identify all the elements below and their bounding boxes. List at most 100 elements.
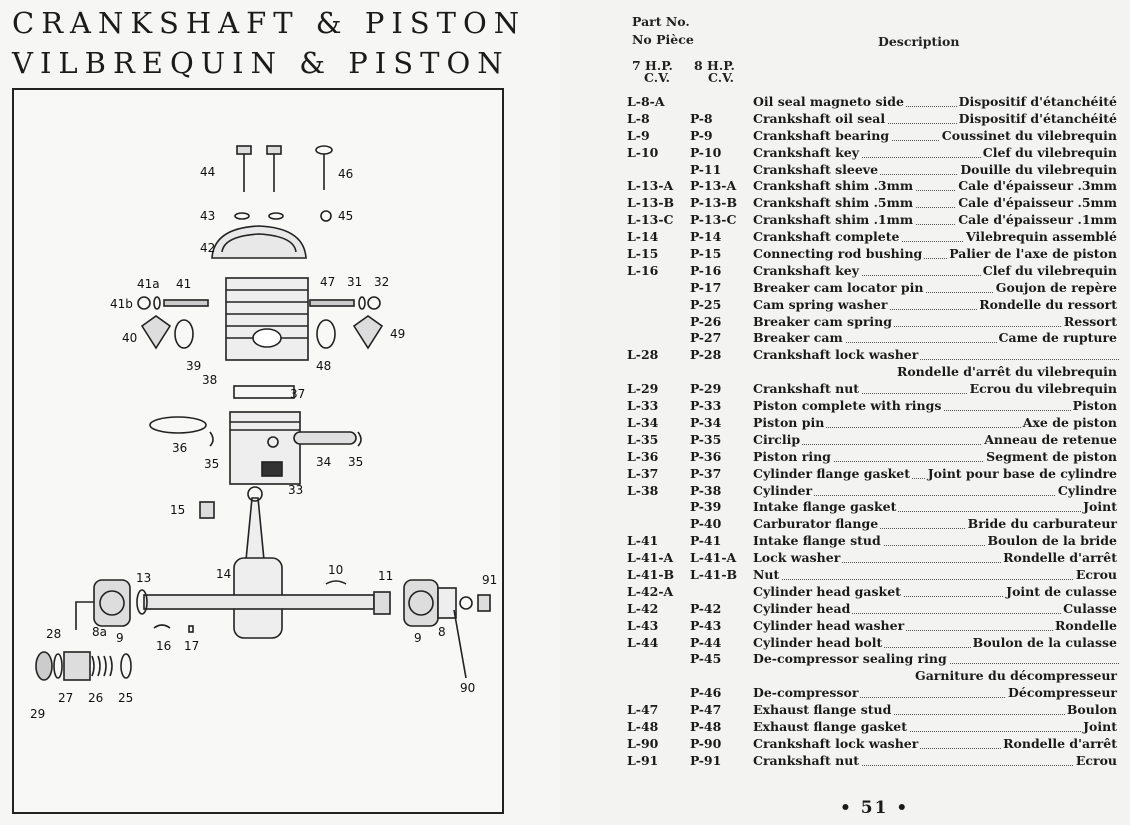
- description-english: Cylinder head: [751, 600, 853, 618]
- part-no-7hp: L-36: [627, 448, 659, 464]
- part-no-8hp: P-38: [690, 482, 722, 498]
- description-english: Intake flange gasket: [751, 499, 899, 517]
- label-11: 11: [378, 569, 393, 583]
- small-end: [247, 486, 263, 502]
- part-no-8hp: P-15: [690, 246, 722, 262]
- part-no-7hp: L-15: [627, 246, 659, 262]
- part-no-8hp: P-39: [690, 499, 722, 515]
- part-no-8hp: P-10: [690, 144, 722, 160]
- description-english: Crankshaft bearing: [751, 127, 892, 145]
- label-9-left: 9: [116, 631, 124, 645]
- nut-41b: [137, 296, 151, 310]
- description-english: Piston complete with rings: [751, 398, 944, 415]
- label-47: 47: [320, 275, 335, 289]
- leader-dots: [751, 241, 1119, 243]
- label-35a: 35: [204, 457, 219, 471]
- part-no-8hp: P-33: [690, 398, 722, 414]
- leader-dots: [751, 325, 1119, 327]
- leader-dots: [751, 612, 1119, 614]
- description-english: Crankshaft key: [751, 262, 861, 280]
- header-8cv: C.V.: [708, 70, 734, 85]
- description-french: Rondelle d'arrêt: [1001, 735, 1119, 753]
- description-french: Axe de piston: [1020, 414, 1119, 432]
- label-38: 38: [202, 373, 217, 387]
- pin-boss: [267, 436, 279, 448]
- label-41a: 41a: [137, 277, 160, 291]
- description-french: Joint: [1081, 499, 1119, 517]
- label-41b: 41b: [110, 297, 133, 311]
- leader-dots: [751, 747, 1119, 749]
- description-english: Crankshaft shim .5mm: [751, 195, 916, 213]
- part-no-8hp: P-46: [690, 685, 722, 701]
- part-no-7hp: L-42-A: [627, 583, 674, 599]
- part-no-8hp: P-45: [690, 651, 722, 667]
- leader-line-28: [75, 601, 94, 630]
- pin-17: [188, 625, 194, 633]
- description-english: Lock washer: [751, 550, 843, 567]
- leader-dots: [751, 426, 1119, 428]
- part-no-7hp: L-38: [627, 482, 659, 498]
- leader-dots: [751, 190, 1119, 192]
- leader-dots: [751, 511, 1119, 513]
- part-no-7hp: L-33: [627, 398, 659, 414]
- label-25: 25: [118, 691, 133, 705]
- part-no-7hp: L-8: [627, 110, 650, 126]
- part-no-8hp: P-9: [690, 127, 713, 143]
- nut-91: [477, 594, 491, 612]
- connecting-rod: [245, 497, 265, 561]
- leader-dots: [751, 291, 1119, 293]
- ring-45: [320, 210, 332, 222]
- part-no-8hp: P-14: [690, 229, 722, 245]
- part-no-8hp: P-26: [690, 313, 722, 329]
- description-french: Came de rupture: [996, 330, 1119, 348]
- description-french: Rondelle d'arrêt du vilebrequin: [894, 364, 1119, 382]
- part-no-8hp: L-41-A: [690, 550, 737, 566]
- label-13: 13: [136, 571, 151, 585]
- description-english: Breaker cam: [751, 330, 845, 348]
- leader-dots: [751, 545, 1119, 547]
- description-french: Boulon de la bride: [985, 533, 1119, 551]
- description-french: Joint: [1081, 718, 1119, 736]
- part-no-7hp: L-90: [627, 735, 659, 751]
- description-english: Exhaust flange stud: [751, 702, 894, 719]
- label-8: 8: [438, 625, 446, 639]
- description-english: Crankshaft shim .1mm: [751, 212, 916, 230]
- part-no-7hp: L-13-C: [627, 212, 674, 228]
- part-no-7hp: L-41-B: [627, 566, 675, 582]
- part-no-8hp: P-34: [690, 414, 722, 430]
- description-french: Segment de piston: [984, 448, 1119, 466]
- description-english: Crankshaft oil seal: [751, 110, 888, 128]
- washer-41a: [153, 296, 161, 310]
- description-english: Exhaust flange gasket: [751, 718, 910, 736]
- label-45: 45: [338, 209, 353, 223]
- label-42: 42: [200, 241, 215, 255]
- bushing-15: [199, 501, 215, 519]
- bearing-9-left: [93, 579, 131, 627]
- bearing-9-right-race: [408, 590, 434, 616]
- part-no-7hp: L-43: [627, 617, 659, 633]
- leader-dots: [751, 528, 1119, 530]
- label-35b: 35: [348, 455, 363, 469]
- label-16: 16: [156, 639, 171, 653]
- header-8hp: 8 H.P.: [694, 58, 735, 73]
- description-french: Boulon: [1064, 702, 1119, 719]
- description-english: Connecting rod bushing: [751, 246, 925, 263]
- page-number: • 51 •: [840, 798, 910, 818]
- description-english: Crankshaft shim .3mm: [751, 178, 916, 196]
- exhaust-gasket-48: [316, 319, 336, 349]
- description-english: Carburator flange: [751, 516, 881, 534]
- part-no-7hp: L-91: [627, 752, 659, 768]
- label-29: 29: [30, 707, 45, 721]
